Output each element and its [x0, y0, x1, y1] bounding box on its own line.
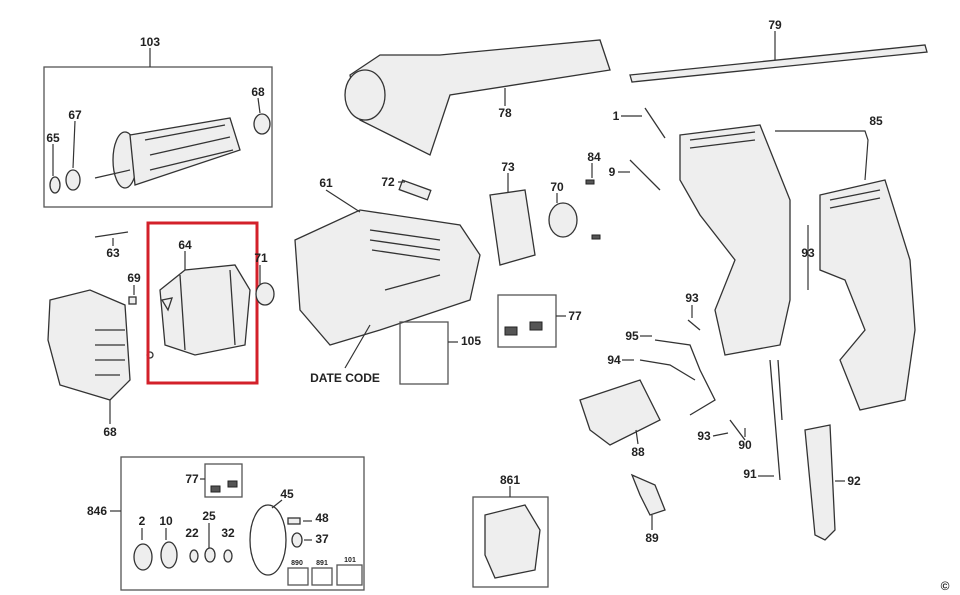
- label-90: 90: [738, 438, 752, 452]
- carry-case-861: [484, 504, 541, 579]
- lever-89: [630, 473, 666, 516]
- copyright-mark: ©: [941, 579, 950, 593]
- armature-assembly-103: [43, 48, 273, 208]
- label-91: 91: [743, 467, 757, 481]
- armature-box: [43, 66, 273, 208]
- side-handle-78: [349, 39, 611, 156]
- label-64: 64: [178, 238, 192, 252]
- label-103: 103: [140, 35, 160, 49]
- label-2: 2: [139, 514, 146, 528]
- label-37: 37: [315, 532, 329, 546]
- label-65: 65: [46, 131, 60, 145]
- label-101: 101: [344, 557, 356, 564]
- label-71: 71: [254, 251, 268, 265]
- label-68-rear: 68: [103, 425, 117, 439]
- highlight-box: [146, 221, 259, 385]
- label-93: 93: [801, 246, 815, 260]
- label-72: 72: [381, 175, 395, 189]
- switch-88: [579, 379, 661, 446]
- label-61: 61: [319, 176, 333, 190]
- field-coil: [159, 264, 251, 356]
- label-861: 861: [500, 473, 520, 487]
- label-48: 48: [315, 511, 329, 525]
- field-64-highlight[interactable]: [146, 221, 259, 385]
- label-73: 73: [501, 160, 515, 174]
- label-67: 67: [68, 108, 82, 122]
- label-95: 95: [625, 329, 639, 343]
- label-63: 63: [106, 246, 120, 260]
- label-date-code: DATE CODE: [310, 371, 380, 385]
- label-68: 68: [251, 85, 265, 99]
- armature: [129, 117, 241, 186]
- label-77-kit: 77: [185, 472, 199, 486]
- rear-housing-68: [47, 289, 131, 401]
- depth-rod-79: [629, 44, 928, 83]
- label-891: 891: [316, 560, 328, 567]
- label-78: 78: [498, 106, 512, 120]
- label-22: 22: [185, 526, 199, 540]
- cord-guard-92: [804, 424, 836, 541]
- label-105: 105: [461, 334, 481, 348]
- label-846: 846: [87, 504, 107, 518]
- label-84: 84: [587, 150, 601, 164]
- label-93: 93: [697, 429, 711, 443]
- label-10: 10: [159, 514, 173, 528]
- label-92: 92: [847, 474, 861, 488]
- label-85: 85: [869, 114, 883, 128]
- housing-half-left-85: [679, 124, 791, 356]
- label-32: 32: [221, 526, 235, 540]
- part-labels: 103 68 67 65 64 71 63 69 68 61 72 73 70 …: [46, 18, 949, 593]
- switch-plate-73: [489, 189, 536, 266]
- label-1: 1: [613, 109, 620, 123]
- label-890: 890: [291, 560, 303, 567]
- label-9: 9: [609, 165, 616, 179]
- label-79: 79: [768, 18, 782, 32]
- label-70: 70: [550, 180, 564, 194]
- kit-846: [110, 456, 365, 591]
- label-25: 25: [202, 509, 216, 523]
- housing-half-right-85: [819, 179, 916, 411]
- gear-housing-61: [294, 209, 481, 346]
- label-88: 88: [631, 445, 645, 459]
- label-45: 45: [280, 487, 294, 501]
- date-code-label-105: [399, 321, 449, 385]
- label-94: 94: [607, 353, 621, 367]
- label-89: 89: [645, 531, 659, 545]
- label-69: 69: [127, 271, 141, 285]
- label-93: 93: [685, 291, 699, 305]
- label-77: 77: [568, 309, 582, 323]
